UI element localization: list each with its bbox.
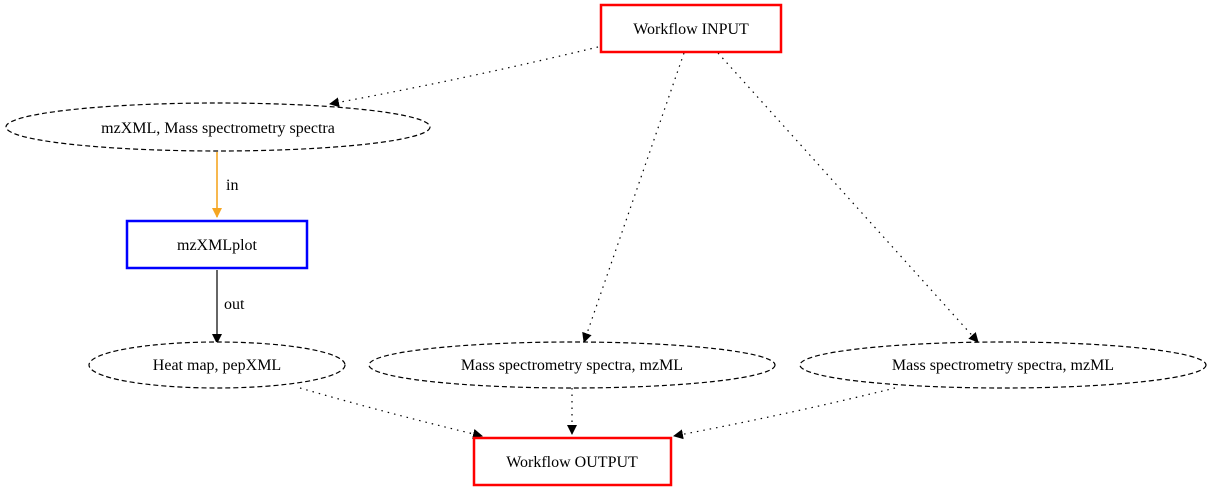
- mzxml-spectra-ellipse: [5, 102, 431, 152]
- edge-label-in: in: [226, 177, 238, 194]
- workflow-output-box: [472, 436, 673, 487]
- mzml-spectra-1-label: Mass spectrometry spectra, mzML: [461, 357, 683, 374]
- edge-input-to-mzxml-spectra: [329, 46, 599, 108]
- node-mzml-spectra-1[interactable]: Mass spectrometry spectra, mzML: [368, 341, 776, 389]
- edge-mzml-spectra-2-to-output: [673, 387, 896, 440]
- node-workflow-output[interactable]: Workflow OUTPUT: [472, 436, 673, 487]
- mzml-spectra-2-ellipse: [799, 341, 1207, 389]
- mzxmlplot-box: [125, 219, 309, 270]
- edge-label-out: out: [224, 296, 245, 313]
- node-mzml-spectra-2[interactable]: Mass spectrometry spectra, mzML: [799, 341, 1207, 389]
- mzml-spectra-2-label: Mass spectrometry spectra, mzML: [892, 357, 1114, 374]
- workflow-output-label: Workflow OUTPUT: [506, 454, 638, 471]
- edge-input-to-mzml-spectra-1: [582, 52, 685, 343]
- heat-map-ellipse: [88, 341, 346, 389]
- mzxml-spectra-label: mzXML, Mass spectrometry spectra: [101, 120, 335, 137]
- edges: [212, 46, 979, 440]
- node-heat-map[interactable]: Heat map, pepXML: [88, 341, 346, 389]
- edge-heat-map-to-output: [299, 387, 483, 439]
- node-workflow-input[interactable]: Workflow INPUT: [599, 3, 783, 54]
- workflow-input-box: [599, 3, 783, 54]
- node-mzxmlplot[interactable]: mzXMLplot: [125, 219, 309, 270]
- edge-input-to-mzml-spectra-2: [717, 52, 979, 343]
- mzml-spectra-1-ellipse: [368, 341, 776, 389]
- node-mzxml-spectra[interactable]: mzXML, Mass spectrometry spectra: [5, 102, 431, 152]
- heat-map-label: Heat map, pepXML: [153, 357, 281, 374]
- workflow-input-label: Workflow INPUT: [633, 21, 749, 38]
- mzxmlplot-label: mzXMLplot: [177, 237, 258, 254]
